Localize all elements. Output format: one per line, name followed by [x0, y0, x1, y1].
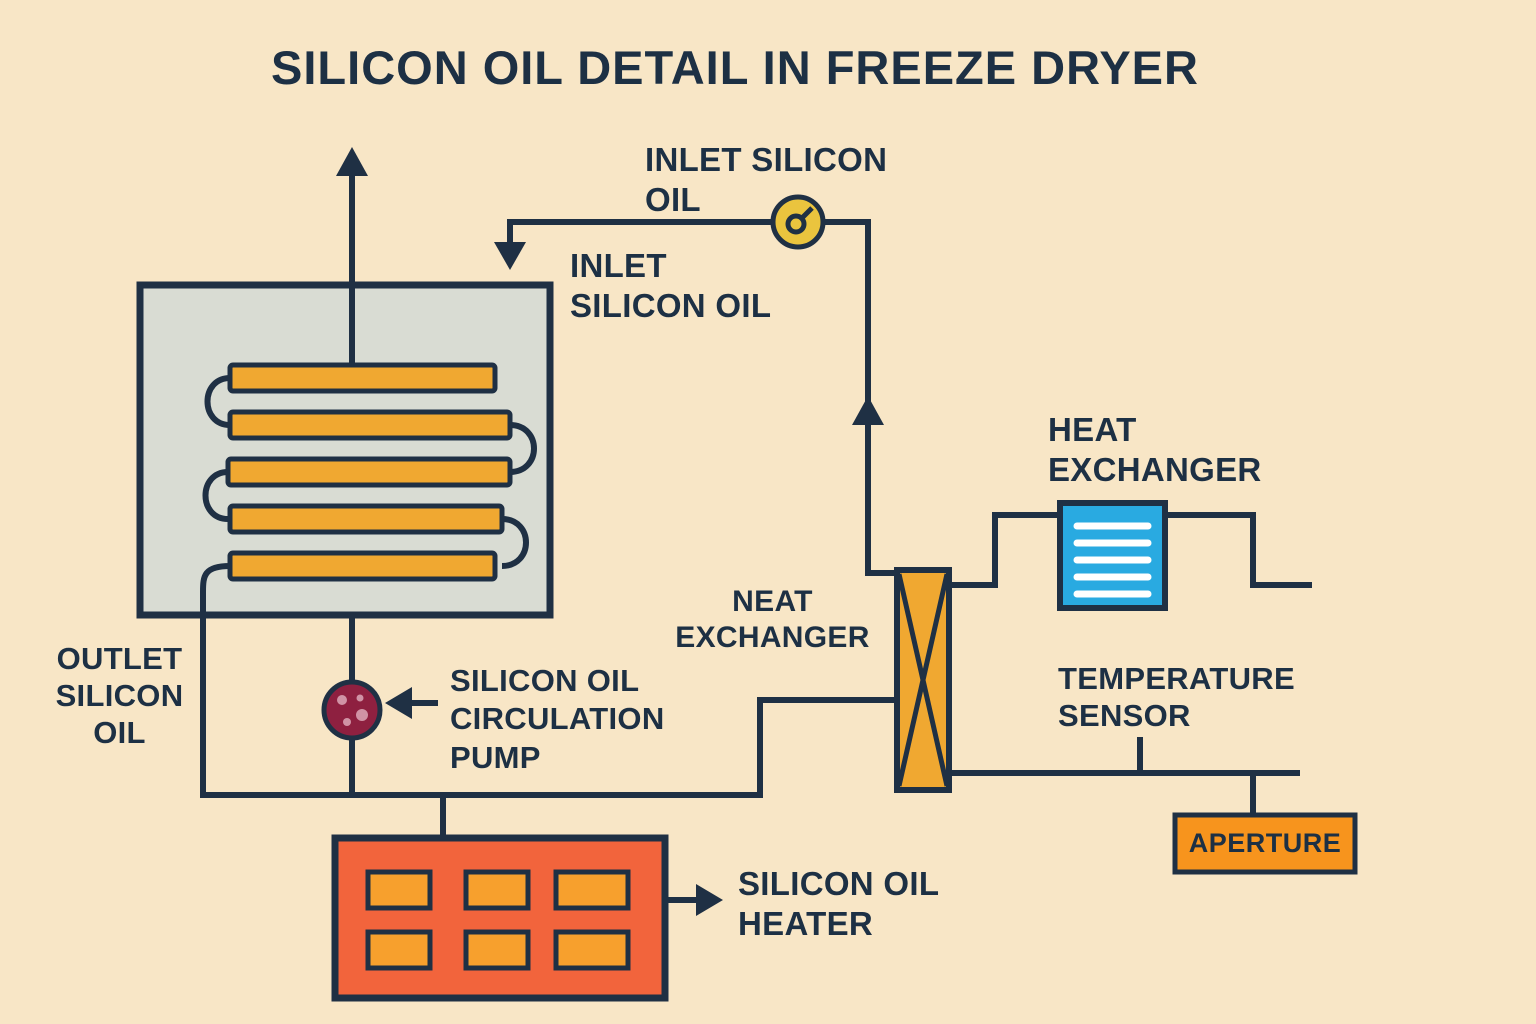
diagram-title: SILICON OIL DETAIL IN FREEZE DRYER: [271, 41, 1199, 94]
exchanger-loop-left-pipe: [949, 512, 1057, 588]
coil-bend: [204, 375, 231, 428]
coil-bar: [227, 503, 505, 535]
temperature-sensor-label: TEMPERATURE SENSOR: [1058, 661, 1295, 734]
exhaust-up-arrow-icon: [336, 147, 368, 176]
heating-coil: [200, 362, 537, 795]
heat-exchanger-column: [894, 567, 952, 793]
coil-bend: [202, 469, 229, 522]
exchanger-fins-icon: [1073, 522, 1152, 598]
outlet-pipe: [200, 563, 231, 795]
heater-element: [553, 929, 631, 971]
heater-element: [365, 869, 433, 911]
silicon-oil-heater-label: SILICON OIL HEATER: [738, 865, 940, 942]
inlet-down-arrow-icon: [494, 242, 526, 270]
coil-bar: [227, 409, 513, 441]
flow-arrows: [336, 147, 884, 916]
coil-bar: [225, 456, 513, 488]
riser-up-arrow-icon: [852, 396, 884, 425]
coil-bend: [501, 516, 529, 569]
neat-exchanger-label: NEAT EXCHANGER: [675, 585, 870, 654]
pump-left-arrow-icon: [385, 687, 412, 719]
heater-right-arrow-icon: [696, 884, 723, 916]
coil-bend: [509, 422, 537, 475]
exchanger-x-icon: [896, 573, 950, 787]
outlet-silicon-oil-label: OUTLET SILICON OIL: [55, 641, 184, 751]
coil-bar: [227, 362, 498, 394]
heater-box: [331, 834, 669, 1002]
bottom-pipe: [200, 697, 897, 798]
circulation-pump-icon: [321, 679, 383, 741]
inlet-silicon-oil-side-label: INLET SILICON OIL: [570, 247, 772, 324]
heat-exchanger-unit: [1057, 500, 1168, 611]
heater-element: [553, 869, 631, 911]
heater-element: [365, 929, 433, 971]
heater-element: [463, 869, 531, 911]
exchanger-loop-right-pipe: [1168, 512, 1312, 588]
aperture-box: [1172, 812, 1358, 875]
riser-pipe: [822, 219, 897, 576]
inlet-valve-icon: [770, 194, 826, 250]
coil-bar: [227, 550, 498, 582]
heat-exchanger-label: HEAT EXCHANGER: [1048, 411, 1262, 488]
aperture-label: APERTURE: [1188, 828, 1342, 858]
circulation-pump-label: SILICON OIL CIRCULATION PUMP: [450, 663, 665, 775]
heater-element: [463, 929, 531, 971]
inlet-silicon-oil-top-label: INLET SILICON OIL: [645, 141, 888, 218]
